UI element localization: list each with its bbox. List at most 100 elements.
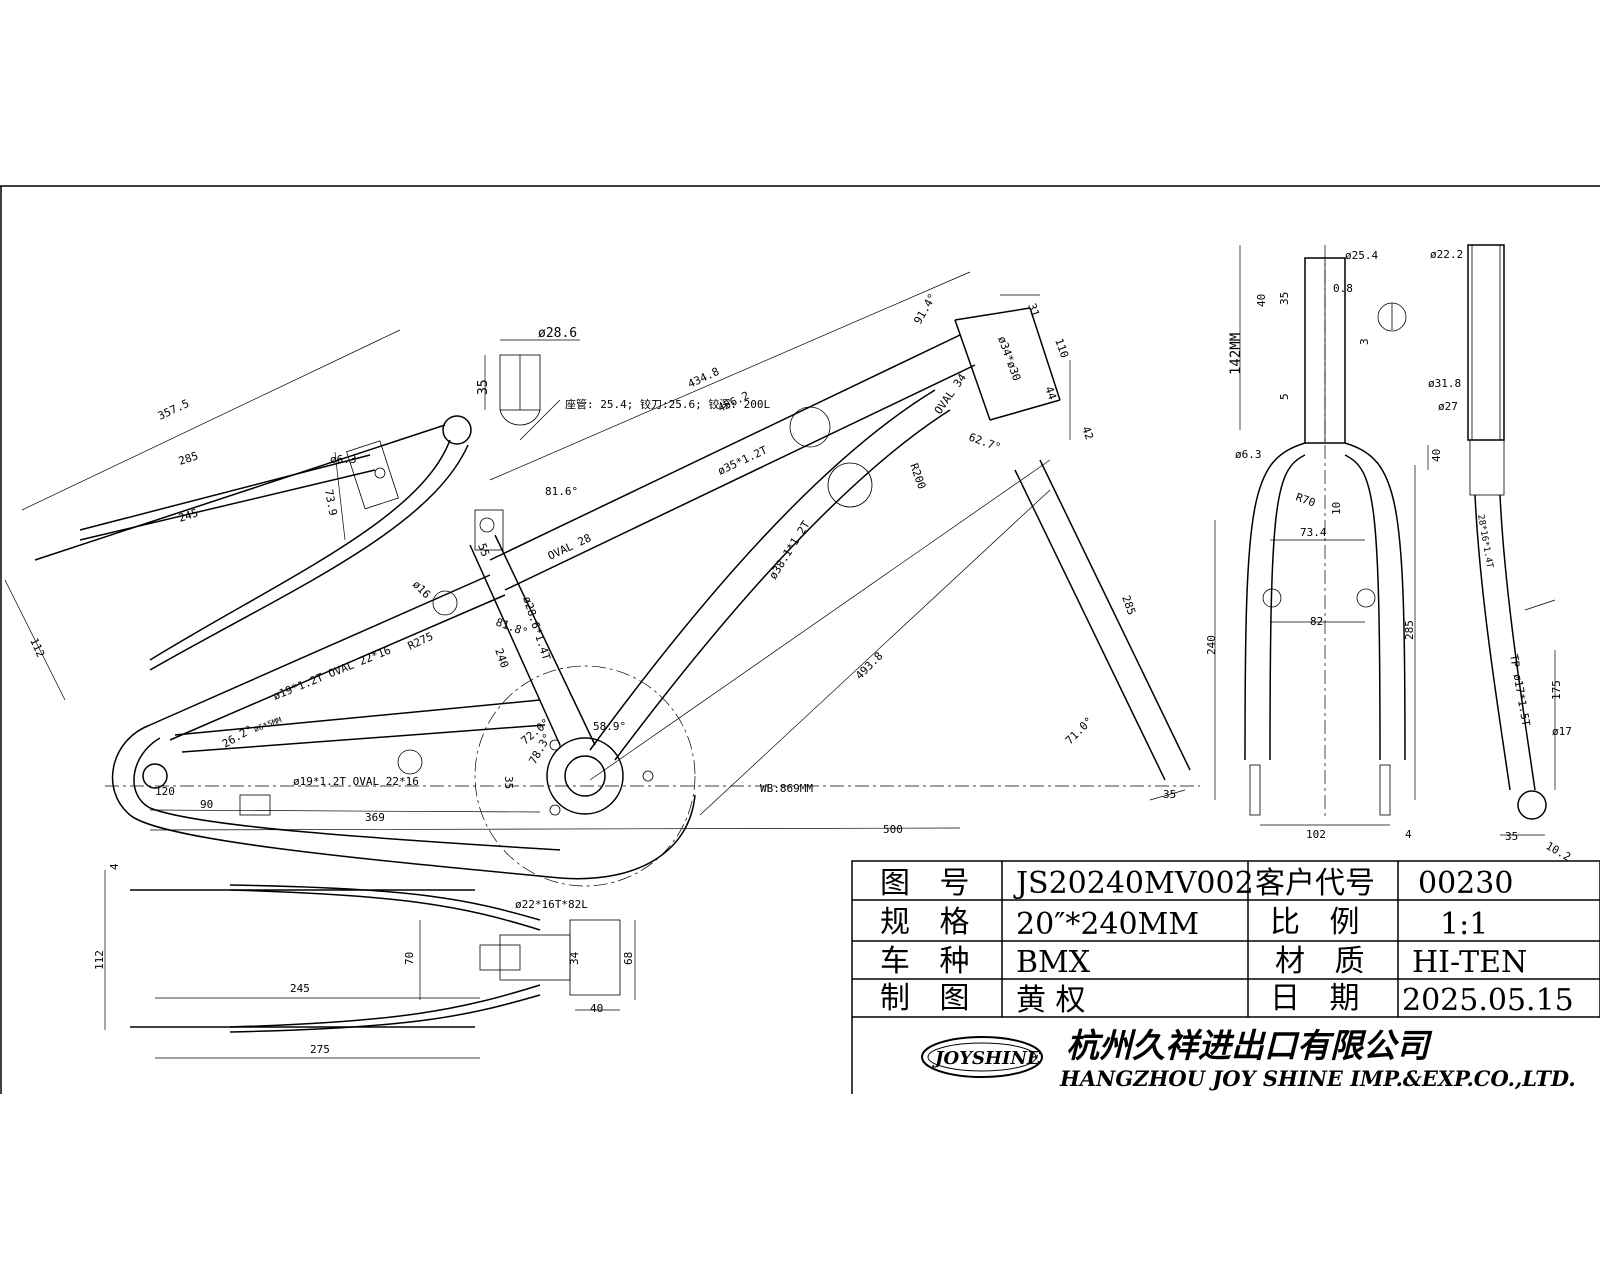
- tb-value-customer-code: 00230: [1418, 866, 1513, 901]
- stay-dim-68: 68: [622, 952, 635, 965]
- fork-side-175: 175: [1550, 680, 1563, 700]
- fork-side-2816: 28*16*1.4T: [1475, 514, 1494, 570]
- stay-dim-40: 40: [590, 1002, 603, 1015]
- fork-side-27: ø27: [1438, 400, 1458, 413]
- tb-label-drafter: 制 图: [880, 981, 980, 1016]
- frame-dimension-labels: 357.5 285 245 112 73.9 ø6.3 434.8 456.2 …: [27, 291, 1176, 836]
- stay-top-view: [104, 870, 636, 1059]
- dim-110: 110: [1052, 337, 1071, 360]
- fork-dim-10: 10: [1330, 502, 1343, 515]
- tb-label-material: 材 质: [1275, 944, 1375, 979]
- dim-112a: 112: [27, 636, 47, 659]
- dim-369: 369: [365, 811, 385, 824]
- dim-oval22b: ø19*1.2T OVAL 22*16: [293, 775, 419, 788]
- dim-4938: 493.8: [853, 650, 886, 683]
- dim-90: 90: [200, 798, 213, 811]
- stay-dim-4: 4: [108, 863, 121, 870]
- title-block: [851, 860, 1600, 1094]
- fork-dim-82: 82: [1310, 615, 1323, 628]
- stay-dimension-labels: 4 112 70 34 68 245 275 40 ø22*16T*82L: [93, 863, 635, 1056]
- dim-381: ø38.1*1.2T: [767, 518, 813, 581]
- tb-value-material: HI-TEN: [1412, 945, 1527, 980]
- tb-value-bike-type: BMX: [1016, 945, 1091, 980]
- fork-dim-102: 102: [1306, 828, 1326, 841]
- stay-dim-70: 70: [403, 952, 416, 965]
- dim-240b: 240: [492, 647, 511, 670]
- tb-label-date: 日 期: [1270, 981, 1370, 1016]
- dim-245a: 245: [177, 506, 200, 525]
- fork-dimension-labels: ø25.4 0.8 3 40 35 142MM 5 ø6.3 R70 10 73…: [1205, 248, 1573, 864]
- dim-63: ø6.3: [330, 453, 357, 466]
- seat-tube-top-detail: [484, 339, 580, 441]
- dim-34: ø34*ø30: [995, 335, 1023, 383]
- stay-tube-spec: ø22*16T*82L: [515, 898, 588, 911]
- dim-R275: R275: [406, 630, 436, 653]
- dim-55: 55: [475, 542, 492, 559]
- tb-label-spec: 规 格: [880, 905, 980, 940]
- dim-35c: 35: [502, 776, 515, 789]
- seat-stay-detail-view: [4, 329, 472, 701]
- fork-side-17: TP ø17*1.5T: [1507, 653, 1533, 727]
- dim-6hole: ø6*5MM: [253, 715, 283, 733]
- tb-label-customer-code: 客户代号: [1255, 866, 1375, 901]
- dim-35top: 35: [476, 379, 491, 395]
- tb-value-scale: 1:1: [1440, 907, 1488, 942]
- dim-500: 500: [883, 823, 903, 836]
- dim-4348: 434.8: [686, 365, 722, 391]
- fork-dim-285: 285: [1403, 620, 1416, 640]
- fork-dim-4: 4: [1405, 828, 1412, 841]
- dim-oval34: OVAL 34: [932, 371, 969, 417]
- fork-side-35: 35: [1505, 830, 1518, 843]
- dim-oval28: OVAL 28: [546, 531, 594, 562]
- fork-side-view: [1427, 244, 1556, 836]
- tb-label-bike-type: 车 种: [880, 944, 980, 979]
- tb-value-drawing-no: JS20240MV002: [1013, 866, 1254, 901]
- stay-dim-34: 34: [568, 951, 581, 965]
- dim-710: 71.0°: [1063, 715, 1096, 748]
- dim-R200: R200: [907, 462, 928, 491]
- dim-120: 120: [155, 785, 175, 798]
- stay-dim-245: 245: [290, 982, 310, 995]
- company-logo: JOYSHINE: [921, 1036, 1043, 1078]
- fork-dim-R70: R70: [1294, 491, 1317, 510]
- fork-side-102: 10.2: [1544, 839, 1573, 864]
- stay-dim-112: 112: [93, 950, 106, 970]
- fork-dim-240: 240: [1205, 635, 1218, 655]
- tb-value-date: 2025.05.15: [1402, 983, 1574, 1018]
- dim-286top: ø28.6: [538, 326, 577, 341]
- dim-42: 42: [1079, 425, 1096, 442]
- dim-35b: 35: [1163, 788, 1176, 801]
- fork-dim-254: ø25.4: [1345, 249, 1378, 262]
- fork-dim-40: 40: [1255, 294, 1268, 307]
- dim-739: 73.9: [322, 488, 339, 516]
- dim-oval22a: ø19*1.2T OVAL 22*16: [271, 644, 393, 703]
- company-logo-text: JOYSHINE: [932, 1048, 1041, 1069]
- fork-dim-08: 0.8: [1333, 282, 1353, 295]
- dim-818: 81.8°: [494, 616, 530, 640]
- main-frame-side-view: [105, 271, 1200, 887]
- tb-value-spec: 20″*240MM: [1016, 907, 1199, 942]
- fork-side-222: ø22.2: [1430, 248, 1463, 261]
- dim-44: 44: [1042, 385, 1059, 402]
- dim-16: ø16: [410, 578, 433, 601]
- fork-dim-63: ø6.3: [1235, 448, 1262, 461]
- fork-dim-734: 73.4: [1300, 526, 1327, 539]
- fork-side-017: ø17: [1552, 725, 1572, 738]
- dim-589: 58.9°: [593, 720, 626, 733]
- dim-wb: WB:869MM: [760, 782, 813, 795]
- fork-side-40: 40: [1430, 449, 1443, 462]
- tb-label-drawing-no: 图 号: [880, 866, 980, 901]
- fork-front-view: [1214, 245, 1416, 826]
- dim-627: 62.7°: [967, 431, 1003, 455]
- dim-914: 91.4°: [911, 291, 939, 326]
- drawing-border: [0, 185, 1600, 1094]
- dim-285a: 285: [177, 449, 200, 468]
- dim-35x12: ø35*1.2T: [716, 443, 770, 477]
- fork-dim-142: 142MM: [1228, 333, 1244, 375]
- fork-dim-5: 5: [1278, 393, 1291, 400]
- dim-285b: 285: [1119, 594, 1138, 617]
- tb-value-drafter: 黄 权: [1016, 983, 1086, 1018]
- dim-816: 81.6°: [545, 485, 578, 498]
